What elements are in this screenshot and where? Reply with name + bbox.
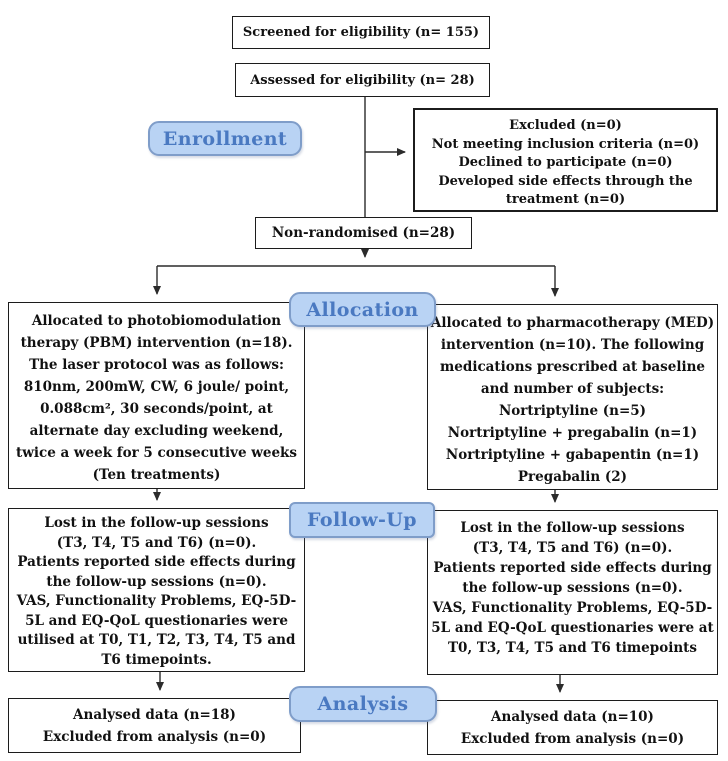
pbm-allocation-box: Allocated to photobiomodulation therapy … bbox=[8, 302, 305, 489]
text-line: (T3, T4, T5 and T6) (n=0). bbox=[56, 534, 257, 551]
med-allocation-box: Allocated to pharmacotherapy (MED) inter… bbox=[427, 304, 718, 490]
follow-up-stage-label: Follow-Up bbox=[289, 502, 435, 538]
text-line: The laser protocol was as follows: bbox=[29, 357, 284, 373]
text-line: Developed side effects through the bbox=[438, 173, 693, 189]
text-line: Analysed data (n=18) bbox=[73, 707, 236, 723]
text-line: VAS, Functionality Problems, EQ-5D- bbox=[16, 593, 297, 609]
text-line: Allocated to pharmacotherapy (MED) bbox=[430, 315, 715, 331]
text-line: the follow-up sessions (n=0). bbox=[46, 573, 267, 590]
text-line: intervention (n=10). The following bbox=[440, 337, 705, 353]
med-follow-up-box: Lost in the follow-up sessions (T3, T4, … bbox=[427, 510, 718, 675]
text-line: (Ten treatments) bbox=[92, 467, 221, 483]
text-line: medications prescribed at baseline bbox=[440, 359, 705, 375]
text-line: Patients reported side effects during bbox=[17, 554, 296, 570]
enrollment-stage-label: Enrollment bbox=[148, 121, 302, 156]
pbm-follow-up-box: Lost in the follow-up sessions (T3, T4, … bbox=[8, 508, 305, 672]
analysis-stage-label: Analysis bbox=[289, 686, 437, 722]
text-line: (T3, T4, T5 and T6) (n=0). bbox=[472, 540, 673, 556]
excluded-box: Excluded (n=0) Not meeting inclusion cri… bbox=[413, 108, 718, 212]
text-line: Pregabalin (2) bbox=[517, 469, 628, 485]
text-line: 5L and EQ-QoL questionaries were bbox=[25, 612, 288, 629]
pbm-analysis-box: Analysed data (n=18) Excluded from analy… bbox=[8, 698, 301, 753]
text-line: Excluded (n=0) bbox=[509, 118, 622, 133]
text-line: Patients reported side effects during bbox=[433, 560, 712, 576]
text-line: Excluded from analysis (n=0) bbox=[460, 731, 685, 747]
text-line: Nortriptyline (n=5) bbox=[498, 403, 647, 419]
text-line: Not meeting inclusion criteria (n=0) bbox=[431, 136, 700, 152]
text-line: Analysed data (n=10) bbox=[491, 709, 654, 725]
text-line: 810nm, 200mW, CW, 6 joule/ point, bbox=[23, 379, 290, 395]
text-line: Lost in the follow-up sessions bbox=[44, 515, 269, 531]
text-line: alternate day excluding weekend, bbox=[29, 423, 284, 439]
text-line: utilised at T0, T1, T2, T3, T4, T5 and bbox=[17, 632, 296, 648]
med-analysis-box: Analysed data (n=10) Excluded from analy… bbox=[427, 700, 718, 755]
text-line: Excluded from analysis (n=0) bbox=[42, 729, 267, 745]
text-line: the follow-up sessions (n=0). bbox=[462, 580, 683, 596]
assessed-box: Assessed for eligibility (n= 28) bbox=[235, 63, 490, 97]
text-line: twice a week for 5 consecutive weeks bbox=[15, 445, 298, 461]
text-line: Nortriptyline + pregabalin (n=1) bbox=[447, 425, 698, 441]
text-line: 0.088cm², 30 seconds/point, at bbox=[40, 401, 273, 417]
text-line: and number of subjects: bbox=[480, 381, 665, 397]
text-line: Lost in the follow-up sessions bbox=[460, 520, 685, 536]
text-line: T6 timepoints. bbox=[101, 651, 212, 668]
allocation-stage-label: Allocation bbox=[289, 292, 436, 327]
text-line: treatment (n=0) bbox=[505, 192, 626, 207]
text-line: Nortriptyline + gabapentin (n=1) bbox=[445, 447, 700, 463]
screened-box: Screened for eligibility (n= 155) bbox=[232, 16, 490, 49]
non-randomised-box: Non-randomised (n=28) bbox=[255, 217, 472, 249]
text-line: therapy (PBM) intervention (n=18). bbox=[20, 335, 293, 351]
text-line: Allocated to photobiomodulation bbox=[31, 313, 282, 329]
text-line: T0, T3, T4, T5 and T6 timepoints bbox=[448, 640, 697, 656]
text-line: 5L and EQ-QoL questionaries were at bbox=[431, 620, 714, 636]
text-line: Declined to participate (n=0) bbox=[458, 155, 673, 170]
text-line: VAS, Functionality Problems, EQ-5D- bbox=[432, 600, 713, 616]
